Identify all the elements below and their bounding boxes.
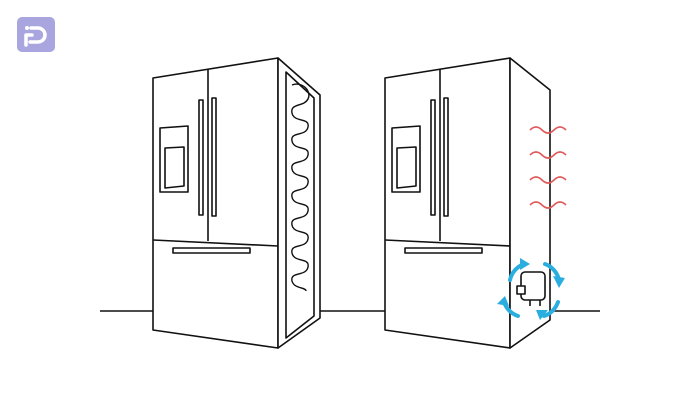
heat-waves bbox=[529, 126, 567, 209]
refrigerator-with-heat-and-compressor bbox=[384, 57, 551, 349]
brand-logo-icon bbox=[17, 17, 55, 52]
compressor-icon bbox=[516, 271, 546, 306]
condenser-coil bbox=[291, 83, 310, 292]
cycle-arrowheads bbox=[497, 258, 565, 320]
refrigerator-with-condenser-coils bbox=[152, 57, 321, 349]
